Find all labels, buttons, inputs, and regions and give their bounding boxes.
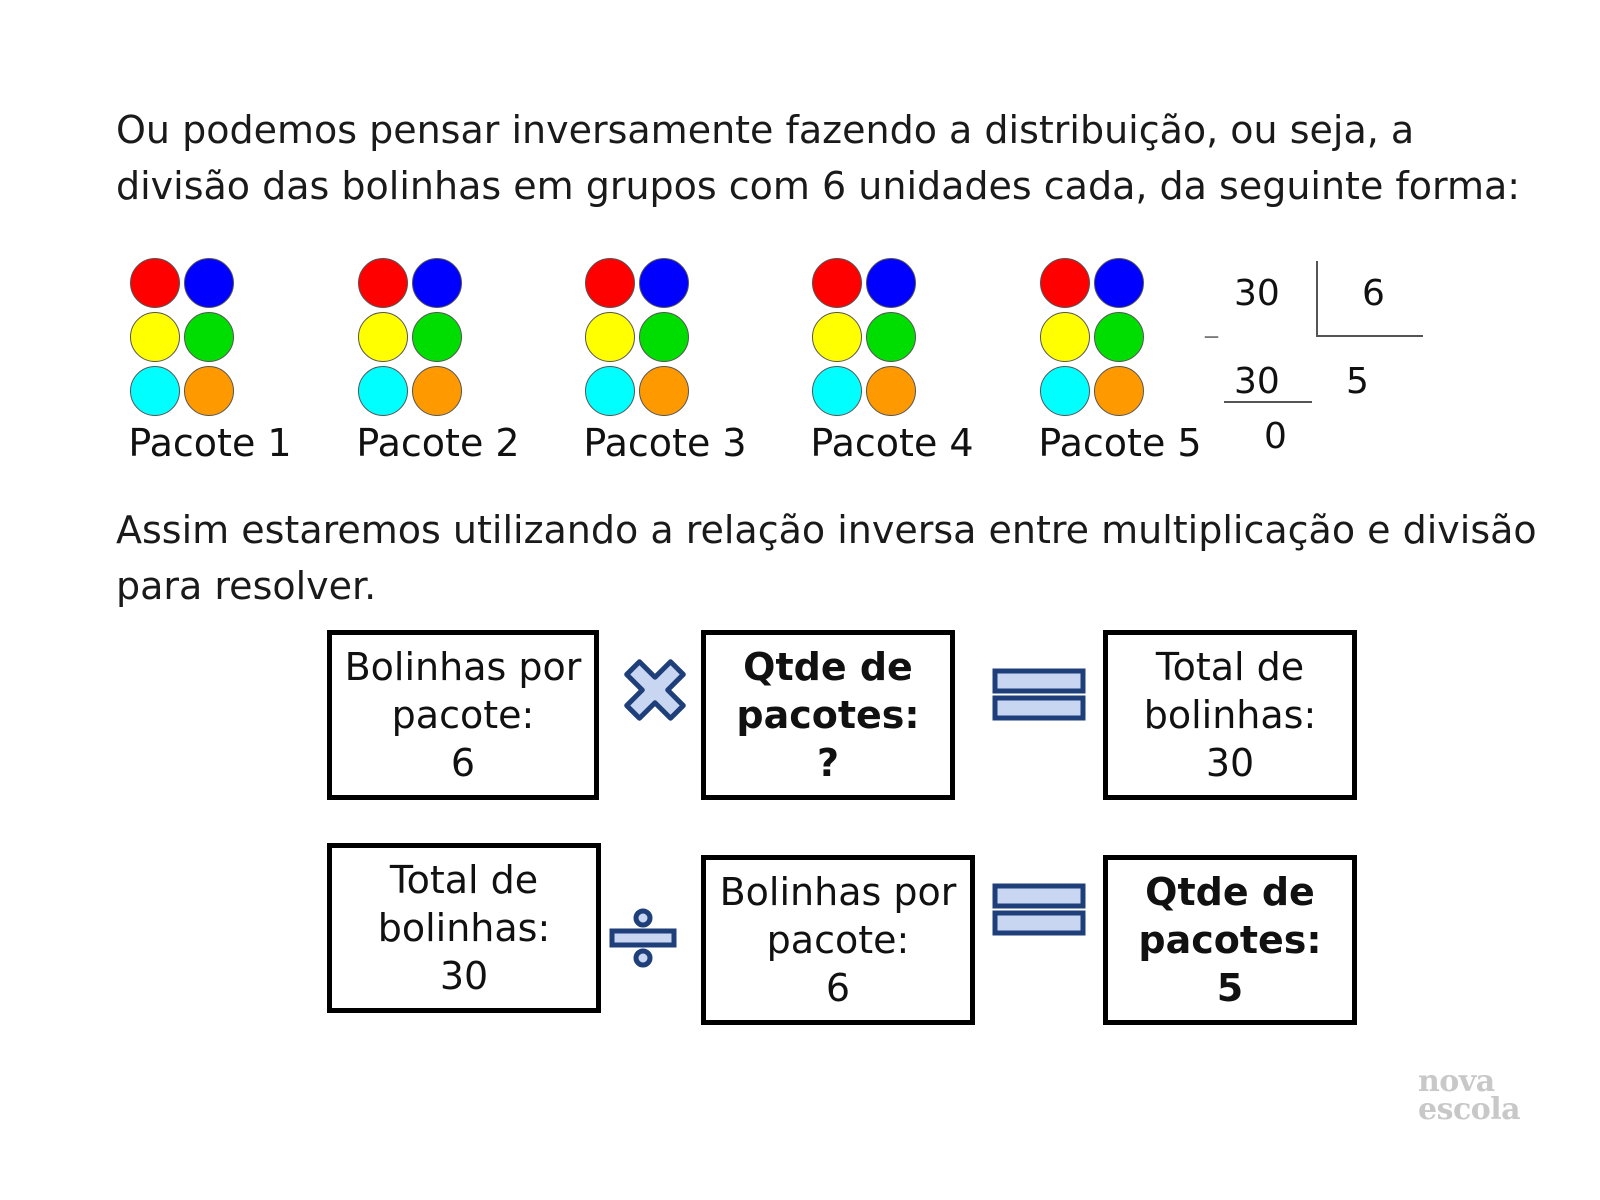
box-value: ? (816, 741, 840, 785)
division-vertical-bar (1316, 261, 1318, 337)
ball (412, 366, 462, 416)
ball (639, 312, 689, 362)
package-label: Pacote 1 (128, 421, 292, 465)
eq1-package-count-box: Qtde de pacotes: ? (701, 630, 955, 800)
ball (130, 366, 180, 416)
box-value: 6 (825, 966, 851, 1010)
box-value: 30 (1205, 741, 1255, 785)
box-line: Bolinhas por (719, 870, 957, 914)
ball (639, 366, 689, 416)
ball (585, 312, 635, 362)
ball (358, 366, 408, 416)
box-line: Qtde de (1145, 870, 1315, 914)
subtraction-bar (1224, 401, 1312, 403)
package-label: Pacote 4 (810, 421, 974, 465)
package-label: Pacote 2 (356, 421, 520, 465)
box-value: 5 (1216, 966, 1244, 1010)
box-line: pacote: (391, 693, 535, 737)
package-4: Pacote 4 (810, 258, 982, 468)
package-label: Pacote 5 (1038, 421, 1202, 465)
divisor: 6 (1362, 273, 1385, 314)
equals-icon (992, 883, 1086, 936)
subtrahend: 30 (1234, 361, 1280, 402)
intro-paragraph: Ou podemos pensar inversamente fazendo a… (116, 108, 1521, 208)
ball (184, 312, 234, 362)
equals-icon (992, 668, 1086, 721)
remainder: 0 (1264, 416, 1287, 457)
ball (1094, 312, 1144, 362)
ball (866, 366, 916, 416)
package-5: Pacote 5 (1038, 258, 1210, 468)
ball (184, 258, 234, 308)
ball (585, 258, 635, 308)
box-line: pacotes: (1138, 918, 1322, 962)
division-horizontal-bar (1316, 335, 1423, 337)
conclusion-paragraph: Assim estaremos utilizando a relação inv… (116, 508, 1537, 608)
multiply-icon (624, 659, 686, 721)
eq2-package-count-box: Qtde de pacotes: 5 (1103, 855, 1357, 1025)
ball (1094, 258, 1144, 308)
ball (639, 258, 689, 308)
divide-icon (609, 908, 677, 968)
box-line: pacote: (766, 918, 910, 962)
eq1-balls-per-package-box: Bolinhas por pacote: 6 (327, 630, 599, 800)
nova-escola-logo: nova escola (1418, 1064, 1521, 1127)
package-2: Pacote 2 (356, 258, 528, 468)
package-3: Pacote 3 (583, 258, 755, 468)
ball (866, 258, 916, 308)
package-label: Pacote 3 (583, 421, 747, 465)
ball (412, 258, 462, 308)
logo-line: nova (1418, 1064, 1495, 1099)
box-line: pacotes: (736, 693, 920, 737)
box-line: Total de (1155, 645, 1305, 689)
minus-sign: _ (1205, 309, 1218, 339)
ball (585, 366, 635, 416)
ball (1040, 312, 1090, 362)
ball (812, 312, 862, 362)
quotient: 5 (1346, 361, 1369, 402)
eq2-total-balls-box: Total de bolinhas: 30 (327, 843, 601, 1013)
box-value: 6 (450, 741, 476, 785)
box-line: bolinhas: (377, 906, 551, 950)
eq2-balls-per-package-box: Bolinhas por pacote: 6 (701, 855, 975, 1025)
ball (130, 258, 180, 308)
ball (358, 258, 408, 308)
box-line: Qtde de (743, 645, 913, 689)
ball (1040, 258, 1090, 308)
box-line: bolinhas: (1143, 693, 1317, 737)
dividend: 30 (1234, 273, 1280, 314)
ball (1040, 366, 1090, 416)
box-line: Total de (389, 858, 539, 902)
ball (812, 258, 862, 308)
box-value: 30 (439, 954, 489, 998)
ball (1094, 366, 1144, 416)
ball (812, 366, 862, 416)
ball (412, 312, 462, 362)
logo-line: escola (1418, 1092, 1521, 1127)
package-1: Pacote 1 (128, 258, 300, 468)
ball (184, 366, 234, 416)
eq1-total-balls-box: Total de bolinhas: 30 (1103, 630, 1357, 800)
ball (358, 312, 408, 362)
ball (130, 312, 180, 362)
box-line: Bolinhas por (344, 645, 582, 689)
ball (866, 312, 916, 362)
